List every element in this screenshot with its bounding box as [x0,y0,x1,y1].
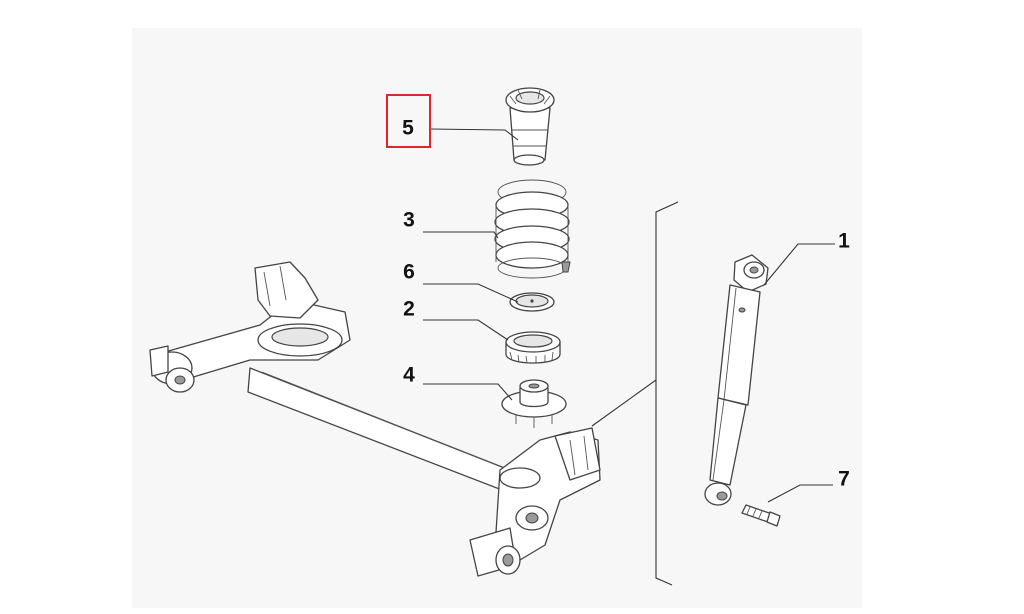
shock-absorber-drawing [704,254,769,506]
coil-spring-drawing [494,179,571,279]
leader-lines [423,128,835,503]
callout-1: 1 [838,230,850,253]
callout-3: 3 [403,209,415,232]
callout-7: 7 [838,468,850,491]
callout-6: 6 [403,261,415,284]
callout-4: 4 [403,364,415,387]
rear-axle-beam-drawing [149,261,601,577]
washer-drawing [509,292,555,312]
spring-insulator-drawing [505,331,561,364]
lower-spring-seat-drawing [501,379,567,428]
callout-5: 5 [402,117,414,140]
bump-stop-drawing [505,87,555,166]
callout-labels: 5 3 6 2 4 1 7 [402,117,850,491]
highlight-box [386,94,431,148]
bolt-drawing [741,504,781,527]
detail-bracket [591,201,679,586]
callout-2: 2 [403,298,415,321]
